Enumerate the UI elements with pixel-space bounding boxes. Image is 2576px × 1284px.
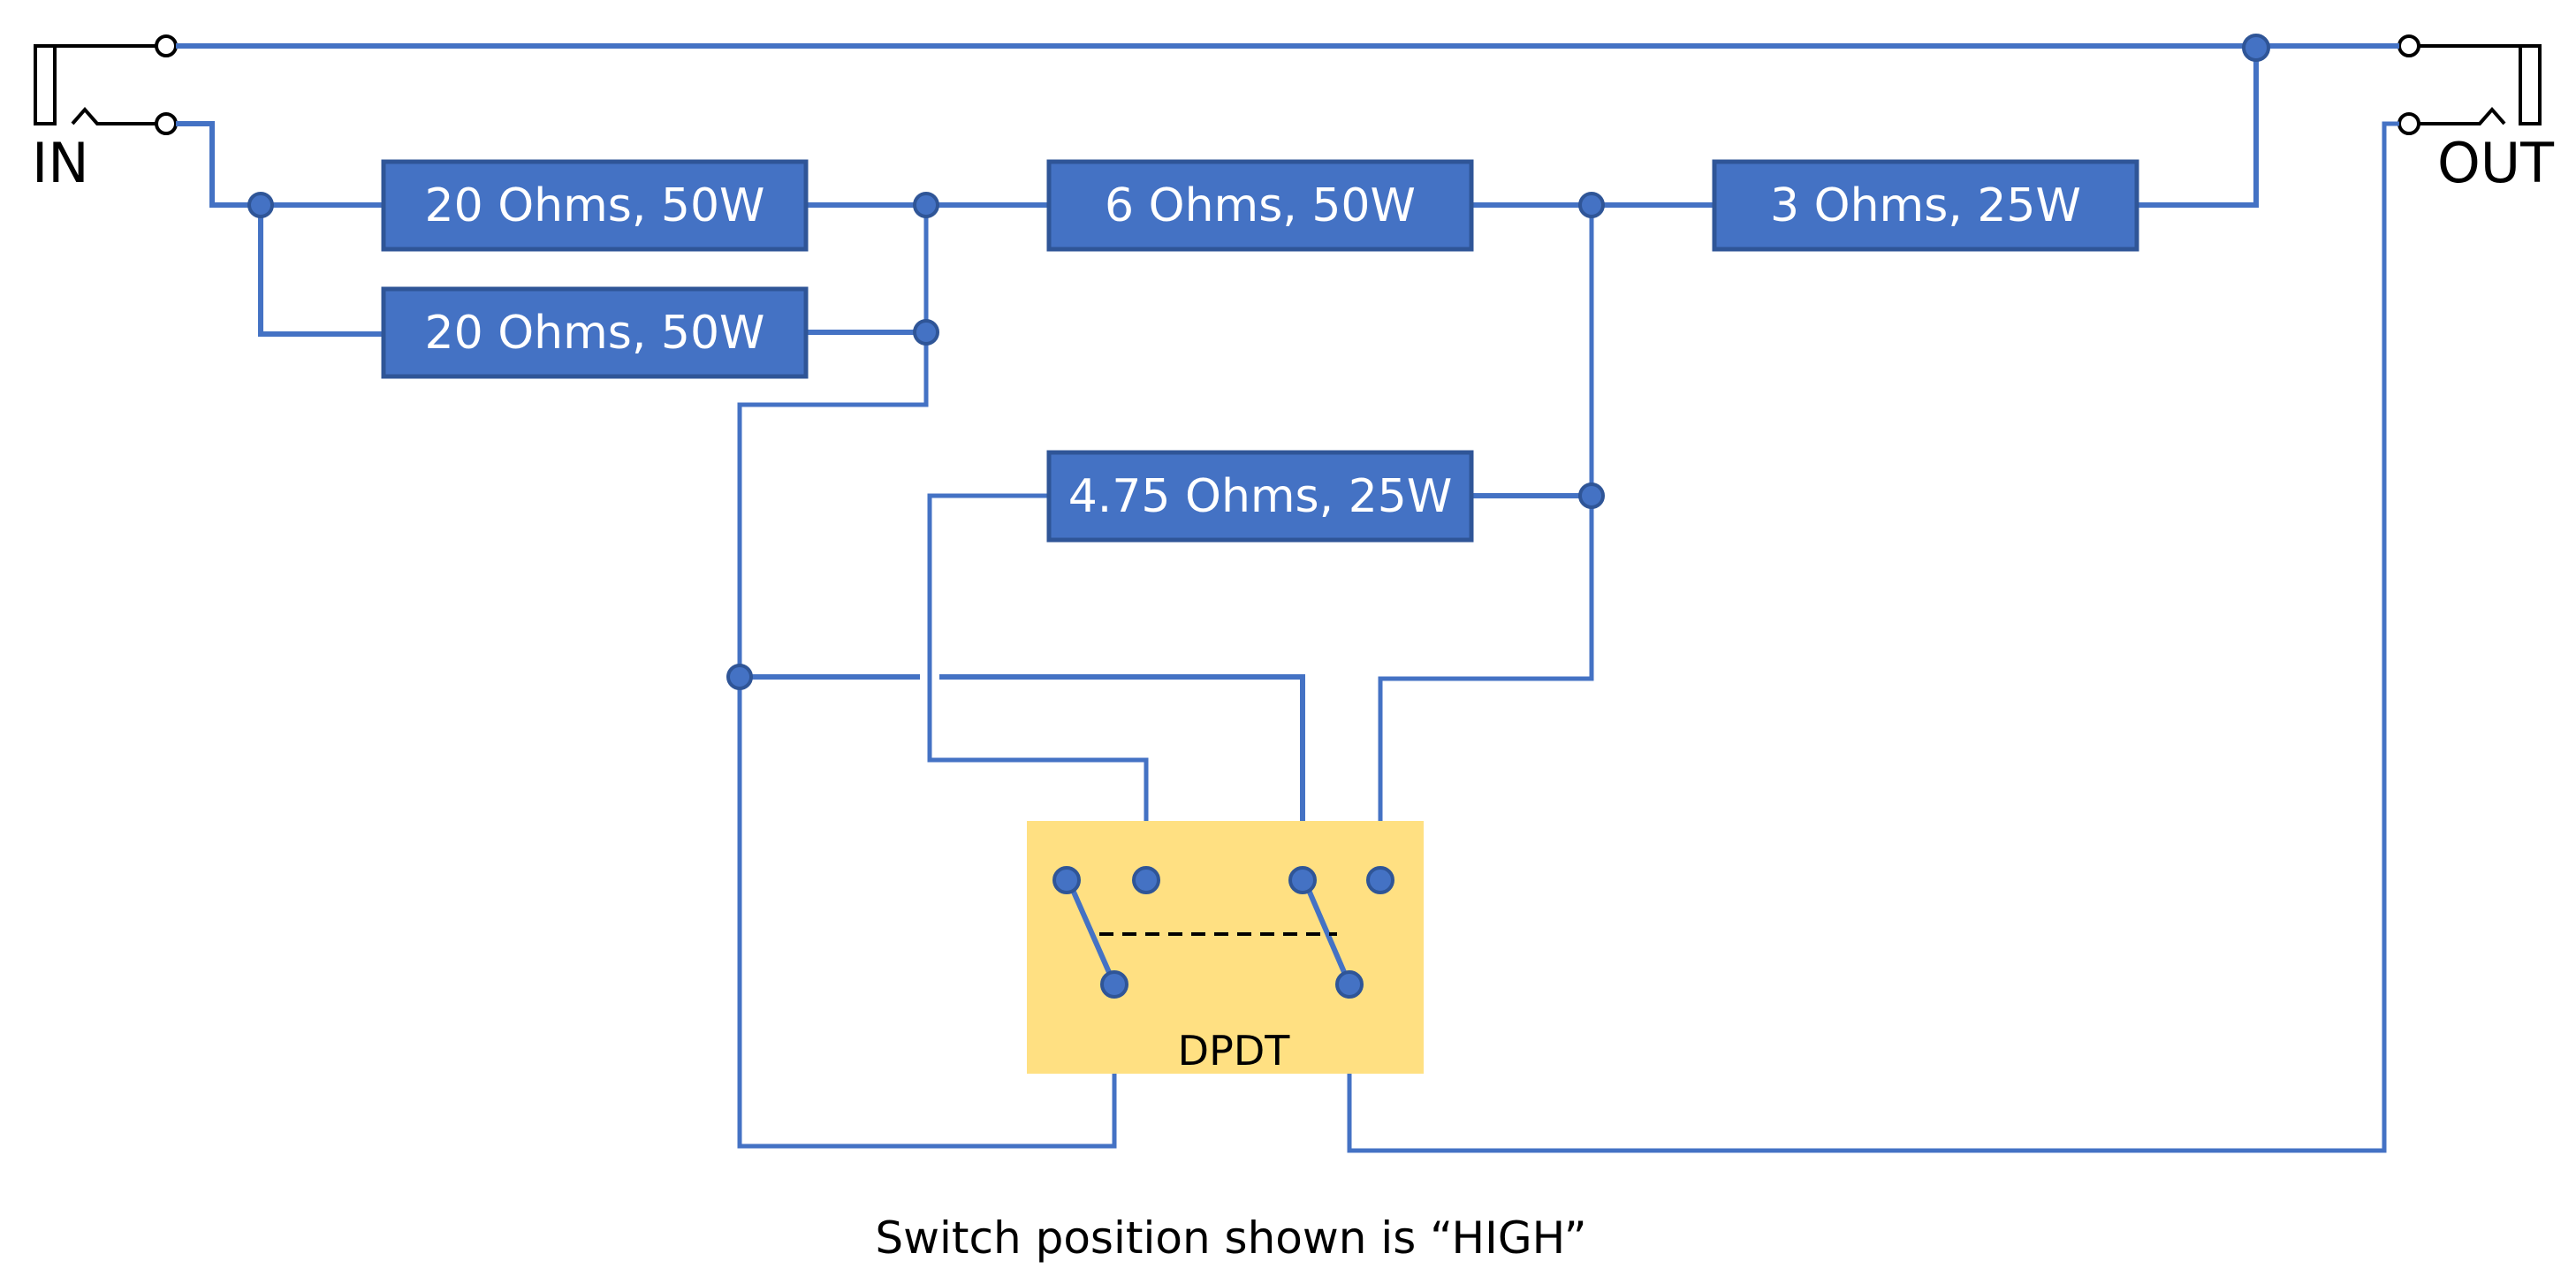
output-tip-terminal: [2397, 34, 2420, 57]
resistor-r3: 6 Ohms, 50W: [1046, 159, 1474, 252]
resistor-label: 4.75 Ohms, 25W: [1068, 470, 1453, 523]
input-label: IN: [32, 131, 89, 195]
junctions: [247, 34, 2270, 690]
resistor-label: 6 Ohms, 50W: [1105, 179, 1416, 232]
wire-j1-r2: [258, 205, 384, 337]
resistor-label: 20 Ohms, 50W: [425, 179, 765, 232]
wire-switch-to-output: [1347, 121, 2399, 1153]
wire-r5-to-switch: [927, 493, 1149, 880]
dpdt-switch: DPDT: [1027, 821, 1424, 1075]
resistor-box: [1046, 159, 1474, 252]
output-jack-sleeve: [2519, 44, 2542, 125]
junction-node: [247, 192, 274, 218]
switch-position-caption: Switch position shown is “HIGH”: [875, 1212, 1586, 1264]
resistor-r2: 20 Ohms, 50W: [381, 286, 809, 379]
resistor-box: [1046, 450, 1474, 543]
output-label: OUT: [2437, 131, 2555, 195]
wire-parallel-to-switch-pole1: [737, 205, 1117, 1149]
resistor-r1: 20 Ohms, 50W: [381, 159, 809, 252]
switch-blade-1: [1067, 880, 1117, 986]
switch-contact: [1132, 866, 1160, 894]
input-jack-sleeve: [34, 44, 57, 125]
wires: [176, 43, 2399, 1153]
switch-blade-2: [1303, 880, 1352, 986]
switch-pole: [1100, 970, 1128, 999]
dpdt-switch-body: [1027, 821, 1424, 1074]
switch-contact: [1288, 866, 1317, 894]
input-jack: IN: [32, 34, 178, 195]
input-jack-ring-lead: [71, 106, 157, 125]
resistor-box: [1712, 159, 2139, 252]
output-jack-ring-lead: [2418, 106, 2506, 125]
output-ring-terminal: [2397, 112, 2420, 135]
input-ring-terminal: [155, 112, 178, 135]
wire-input-to-junction: [176, 121, 261, 208]
output-jack: OUT: [2397, 34, 2555, 195]
resistor-r4: 3 Ohms, 25W: [1712, 159, 2139, 252]
junction-node: [726, 664, 753, 690]
resistor-box: [381, 286, 809, 379]
resistor-label: 20 Ohms, 50W: [425, 307, 765, 360]
switch-contact: [1366, 866, 1394, 894]
resistor-r5: 4.75 Ohms, 25W: [1046, 450, 1474, 543]
junction-node: [913, 192, 939, 218]
wire-j4-to-switch: [1378, 205, 1594, 880]
dpdt-label: DPDT: [1178, 1027, 1291, 1075]
resistor-box: [381, 159, 809, 252]
switch-pole: [1335, 970, 1364, 999]
junction-node: [913, 319, 939, 346]
junction-node: [1578, 482, 1605, 509]
wire-cross-right: [939, 674, 1305, 880]
wire-r4-to-top: [2137, 48, 2259, 208]
input-tip-terminal: [155, 34, 178, 57]
junction-node: [2242, 34, 2270, 62]
switch-contact: [1052, 866, 1081, 894]
junction-node: [1578, 192, 1605, 218]
resistor-label: 3 Ohms, 25W: [1770, 179, 2081, 232]
